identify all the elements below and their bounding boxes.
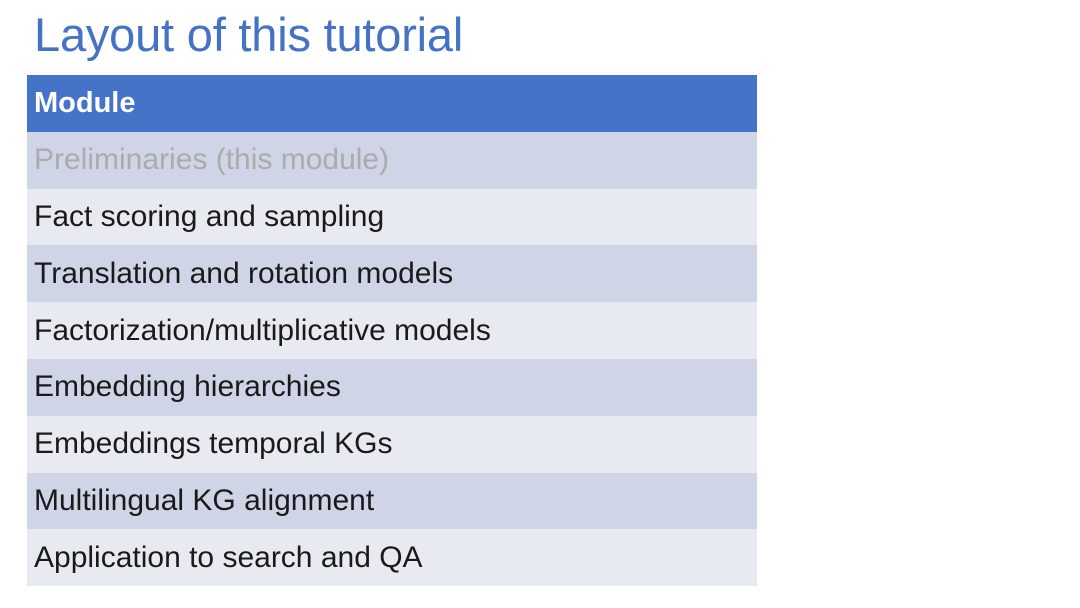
- module-row-embedding-hierarchies[interactable]: Embedding hierarchies: [27, 358, 757, 416]
- table-row[interactable]: Translation and rotation models: [27, 245, 757, 303]
- module-table: Module Preliminaries (this module) Fact …: [27, 75, 757, 587]
- module-row-multilingual-kg-alignment[interactable]: Multilingual KG alignment: [27, 472, 757, 530]
- module-row-preliminaries[interactable]: Preliminaries (this module): [27, 131, 757, 189]
- table-row[interactable]: Fact scoring and sampling: [27, 188, 757, 246]
- table-row[interactable]: Embedding hierarchies: [27, 358, 757, 416]
- table-row[interactable]: Multilingual KG alignment: [27, 472, 757, 530]
- module-row-factorization-multiplicative-models[interactable]: Factorization/multiplicative models: [27, 302, 757, 359]
- module-row-fact-scoring-and-sampling[interactable]: Fact scoring and sampling: [27, 188, 757, 246]
- table-header-row: Module: [27, 75, 757, 132]
- table-row[interactable]: Embeddings temporal KGs: [27, 415, 757, 473]
- table-row[interactable]: Factorization/multiplicative models: [27, 302, 757, 359]
- module-table-body: Module Preliminaries (this module) Fact …: [27, 75, 757, 587]
- module-row-application-to-search-and-qa[interactable]: Application to search and QA: [27, 529, 757, 587]
- table-row[interactable]: Preliminaries (this module): [27, 131, 757, 189]
- module-row-translation-and-rotation-models[interactable]: Translation and rotation models: [27, 245, 757, 303]
- page-title: Layout of this tutorial: [34, 8, 464, 61]
- column-header-module: Module: [27, 75, 757, 132]
- module-row-embeddings-temporal-kgs[interactable]: Embeddings temporal KGs: [27, 415, 757, 473]
- table-row[interactable]: Application to search and QA: [27, 529, 757, 587]
